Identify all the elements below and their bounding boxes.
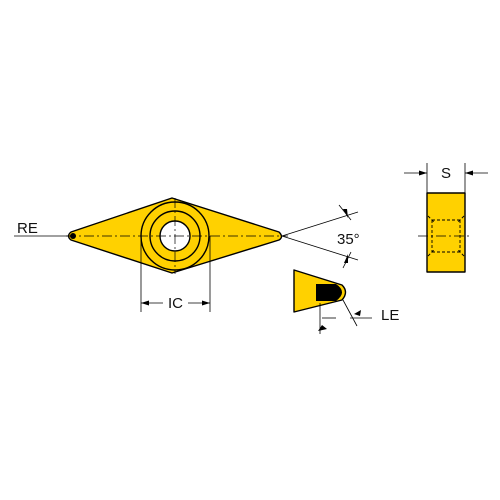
angle-dimension <box>281 204 359 269</box>
insert-side-view <box>404 163 488 273</box>
angle-label: 35° <box>337 231 360 248</box>
edge-detail <box>293 269 372 334</box>
le-label: LE <box>381 307 399 324</box>
s-label: S <box>441 165 451 182</box>
re-label: RE <box>17 220 38 237</box>
ic-dimension <box>140 236 211 312</box>
insert-top-view <box>66 197 288 274</box>
ic-label: IC <box>168 295 183 312</box>
side-view-body <box>426 192 466 273</box>
edge-land <box>316 284 342 301</box>
